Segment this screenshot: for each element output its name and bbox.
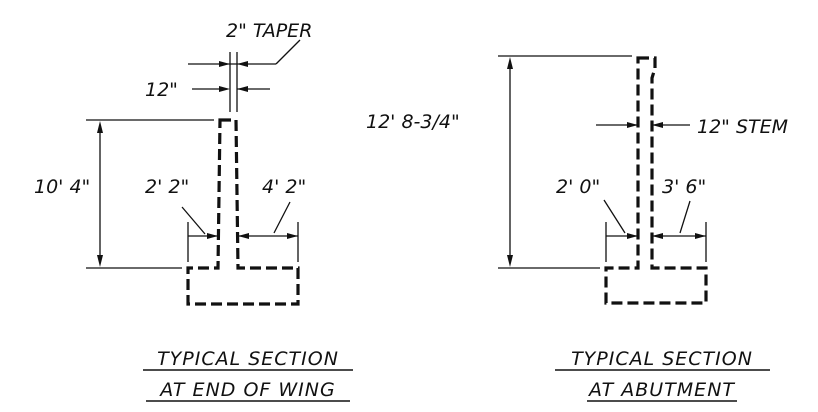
heel-arrow-left — [238, 233, 249, 239]
top-width-label: 12" — [145, 79, 178, 101]
abutment-wall-outline — [604, 56, 708, 305]
abut-height-arrow-top — [507, 57, 513, 69]
height-arrow-bottom — [97, 255, 103, 267]
height-arrow-top — [97, 121, 103, 133]
abut-heel-arrow-right — [695, 233, 706, 239]
height-label: 10' 4" — [34, 176, 90, 198]
toe-label: 2' 2" — [145, 176, 189, 198]
topwidth-arrow-left — [219, 86, 230, 92]
stem-label: 12" STEM — [697, 116, 788, 138]
stem-arrow-right — [652, 122, 663, 128]
abut-height-label: 12' 8-3/4" — [366, 111, 460, 133]
abut-caption-line1: TYPICAL SECTION — [571, 348, 753, 370]
topwidth-arrow-right — [237, 86, 248, 92]
toe-arrow — [207, 233, 218, 239]
abut-heel-label: 3' 6" — [662, 176, 706, 198]
abut-toe-leader — [603, 199, 626, 234]
abut-heel-arrow-left — [652, 233, 663, 239]
heel-label: 4' 2" — [262, 176, 306, 198]
heel-arrow-right — [287, 233, 298, 239]
heel-leader — [273, 201, 291, 234]
wing-wall-outline — [186, 118, 300, 306]
abut-heel-leader — [679, 200, 691, 234]
taper-arrow-right — [237, 61, 248, 67]
taper-leader — [275, 39, 301, 65]
abut-toe-label: 2' 0" — [556, 176, 600, 198]
wing-caption-line2: AT END OF WING — [158, 379, 335, 401]
abut-caption-line2: AT ABUTMENT — [587, 379, 735, 401]
stem-arrow-left — [627, 122, 638, 128]
abut-toe-arrow — [627, 233, 638, 239]
abutment-section: 12' 8-3/4" 12" STEM 2' 0" 3' 6" TYPICAL … — [366, 55, 788, 402]
taper-arrow-left — [219, 61, 230, 67]
wing-caption-line1: TYPICAL SECTION — [157, 348, 339, 370]
taper-label: 2" TAPER — [226, 20, 312, 42]
abut-height-arrow-bottom — [507, 255, 513, 267]
wing-section: 2" TAPER 12" 10' 4" 2' 2" 4' 2" TYPICAL … — [34, 20, 353, 402]
toe-leader — [181, 206, 206, 235]
